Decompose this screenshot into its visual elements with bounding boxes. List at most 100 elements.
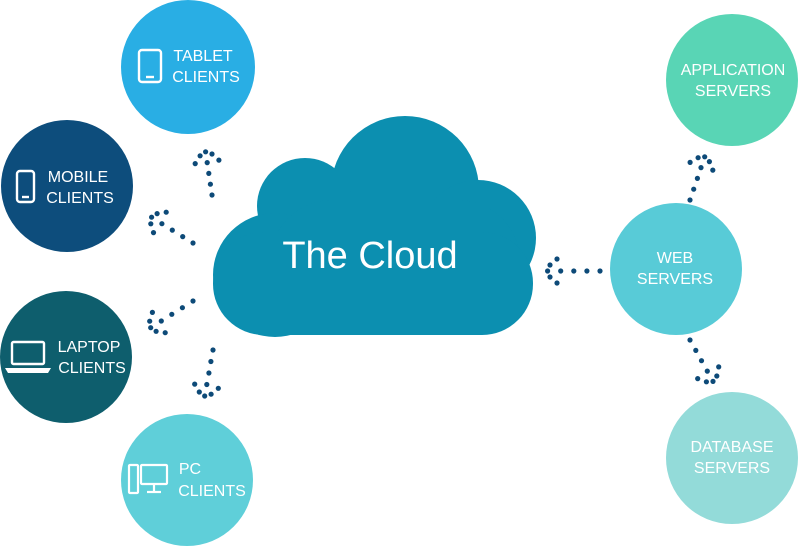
node-circle (610, 203, 742, 335)
connector-dot (154, 211, 160, 217)
node-tablet-clients: TABLET CLIENTS (121, 0, 255, 134)
node-label-line-1: TABLET (173, 48, 233, 65)
node-label-line-2: CLIENTS (46, 190, 114, 207)
connectors (147, 149, 722, 399)
node-circle (666, 392, 798, 524)
connector-dot (147, 318, 153, 324)
connector-dot (695, 155, 701, 161)
connector-dot (704, 368, 710, 374)
phone-icon (15, 169, 36, 204)
node-label-line-1: LAPTOP (58, 339, 121, 356)
connector-dot (698, 358, 705, 364)
connector-dot (554, 280, 560, 286)
connector-dot (693, 347, 699, 353)
connector-cloud-to-tablet (192, 149, 222, 198)
connector-dot (597, 268, 603, 274)
connector-dot (584, 268, 590, 274)
connector-dot (716, 364, 722, 370)
connector-dot (545, 268, 551, 274)
cloud-label: The Cloud (282, 235, 457, 277)
connector-dot (148, 221, 154, 227)
node-label-line-2: CLIENTS (178, 483, 246, 500)
connector-dot (714, 373, 720, 379)
node-circle (121, 0, 255, 134)
connector-dot (571, 268, 577, 274)
connector-dot (148, 325, 154, 331)
node-label-line-1: MOBILE (48, 169, 108, 186)
connector-web-to-application (687, 154, 716, 203)
connector-cloud-to-mobile (148, 209, 196, 246)
connector-dot (210, 347, 216, 353)
connector-dot (202, 393, 208, 399)
connector-dot (169, 311, 175, 317)
connector-dot (180, 234, 186, 240)
connector-dot (190, 298, 196, 304)
connector-dot (179, 305, 185, 311)
connector-dot (150, 230, 157, 236)
connector-dot (203, 149, 209, 155)
connector-dot (216, 157, 222, 163)
connector-dot (149, 214, 155, 220)
connector-dot (558, 268, 564, 274)
connector-dot (204, 381, 210, 388)
node-web-servers: WEB SERVERS (610, 203, 742, 335)
connector-dot (554, 256, 560, 262)
connector-dot (192, 381, 198, 387)
node-application-servers: APPLICATION SERVERS (666, 14, 798, 146)
connector-dot (149, 309, 155, 315)
connector-dot (215, 385, 221, 391)
connector-dot (687, 337, 693, 343)
connector-dot (153, 328, 159, 334)
node-circle (0, 291, 132, 423)
connector-dot (547, 262, 553, 268)
connector-cloud-to-pc (192, 347, 221, 399)
connector-dot (158, 318, 164, 324)
connector-cloud-to-laptop (147, 298, 196, 336)
node-label-line-1: WEB (657, 250, 693, 267)
connector-dot (710, 378, 716, 384)
connector-dot (547, 274, 553, 280)
connector-dot (694, 175, 701, 181)
node-label-line-2: SERVERS (695, 83, 771, 100)
connector-dot (695, 376, 701, 382)
connector-dot (209, 192, 215, 198)
connector-dot (702, 154, 708, 160)
connector-dot (206, 170, 212, 176)
connector-dot (208, 358, 214, 365)
laptop-icon (5, 340, 51, 373)
connector-dot (163, 209, 169, 215)
connector-dot (207, 181, 213, 187)
node-label-line-2: CLIENTS (172, 69, 240, 86)
tablet-icon (137, 48, 163, 84)
connector-dot (691, 186, 697, 192)
connector-dot (197, 153, 203, 159)
connector-web-to-database (687, 337, 722, 385)
connector-dot (208, 391, 214, 397)
connector-dot (710, 167, 716, 173)
node-label-line-2: SERVERS (637, 271, 713, 288)
node-label-line-1: DATABASE (691, 439, 774, 456)
connector-dot (206, 370, 212, 376)
connector-dot (196, 389, 202, 395)
node-label-line-2: CLIENTS (58, 360, 126, 377)
node-circle (121, 414, 253, 546)
node-label-line-1: APPLICATION (681, 62, 786, 79)
node-label-line-1: PC (179, 461, 201, 478)
desktop-icon (127, 463, 169, 495)
connector-dot (698, 165, 704, 171)
connector-dot (687, 197, 693, 203)
connector-dot (159, 221, 165, 227)
node-laptop-clients: LAPTOP CLIENTS (0, 291, 132, 423)
node-circle (666, 14, 798, 146)
node-mobile-clients: MOBILE CLIENTS (1, 120, 133, 252)
connector-dot (169, 227, 175, 233)
connector-dot (204, 160, 210, 166)
cloud-shape: The Cloud (213, 116, 536, 337)
connector-dot (706, 159, 713, 165)
connector-web-to-cloud (545, 256, 603, 286)
node-label-line-2: SERVERS (694, 460, 770, 477)
connector-dot (703, 379, 710, 385)
node-circle (1, 120, 133, 252)
connector-dot (209, 151, 215, 157)
